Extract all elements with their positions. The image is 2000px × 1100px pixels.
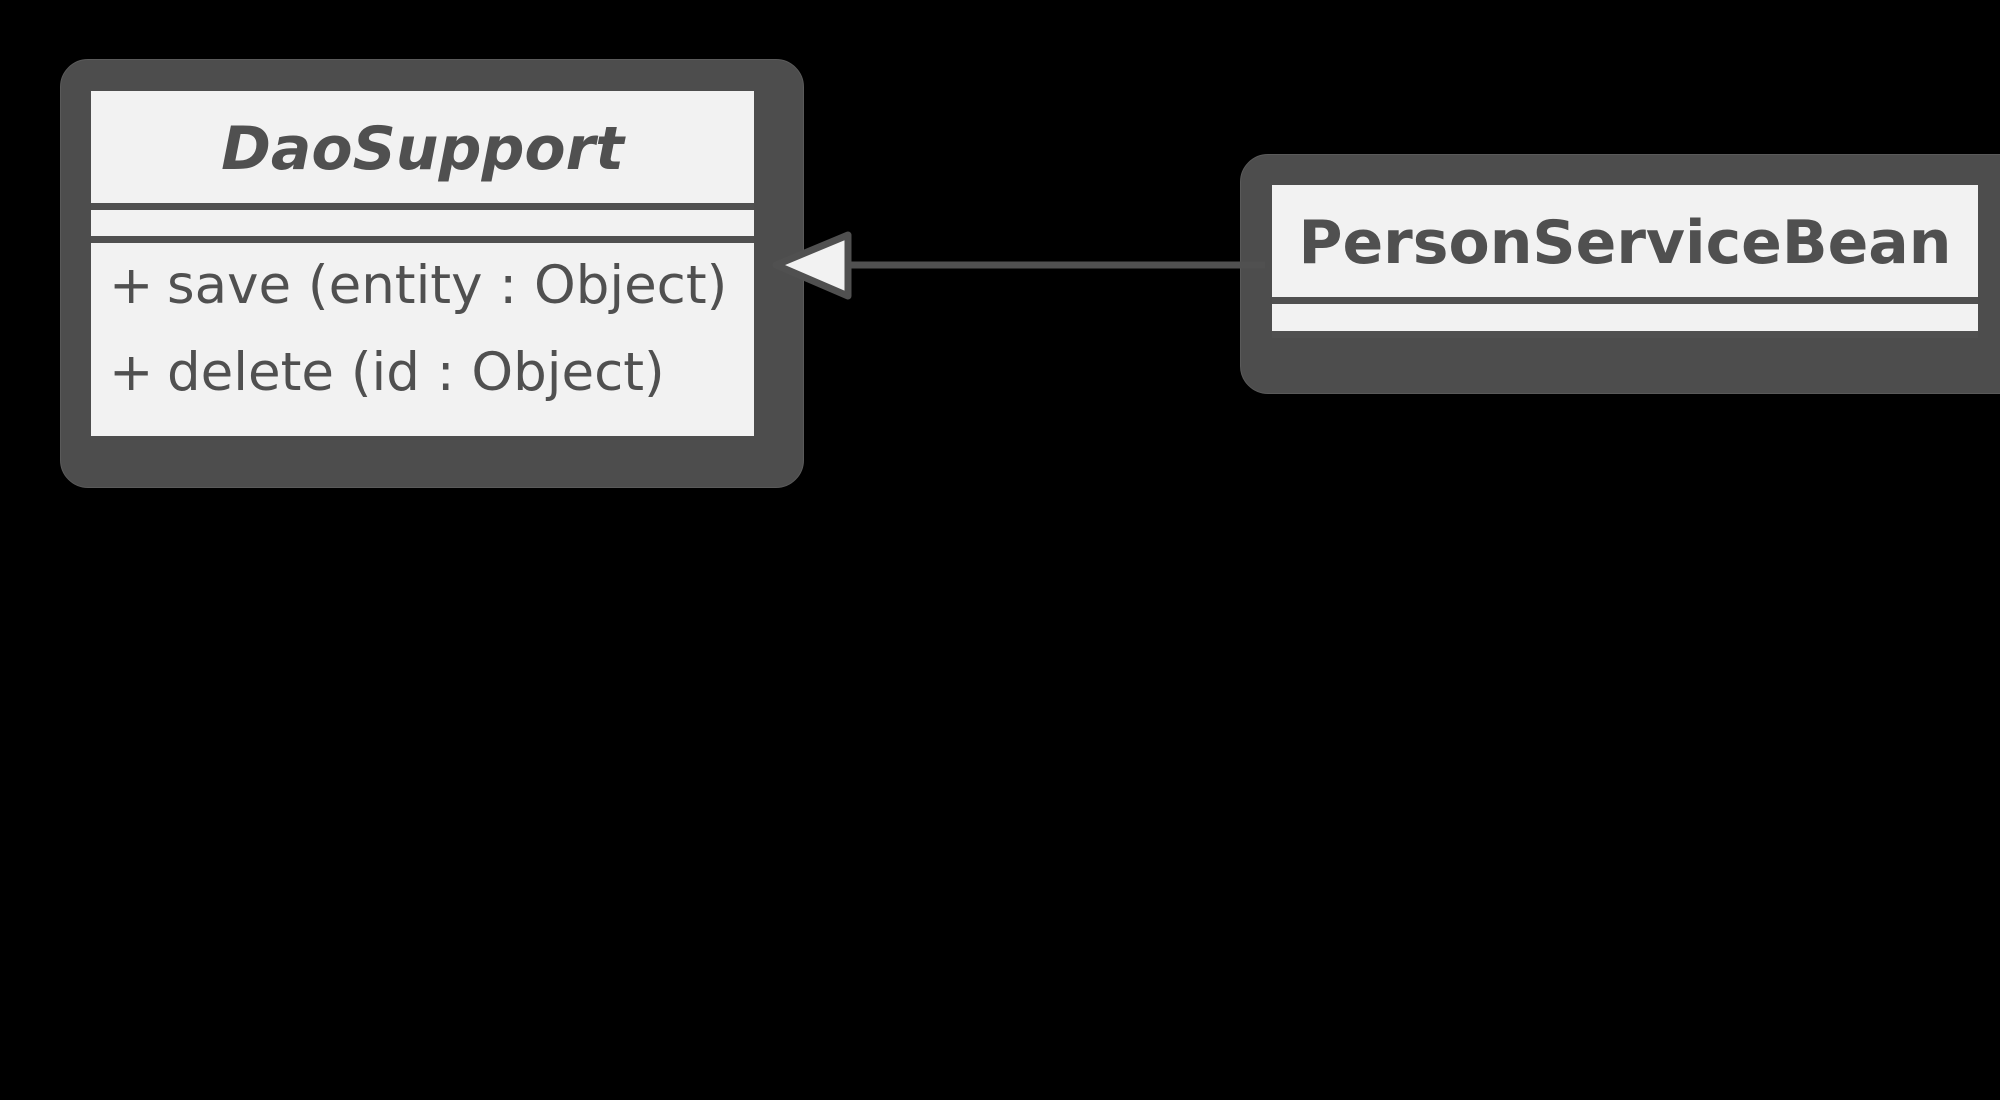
operation-signature: delete (id : Object) <box>167 342 665 403</box>
operation-visibility: + <box>109 255 154 316</box>
dao-support-divider-top <box>91 203 754 210</box>
person-service-bean-divider-top <box>1272 297 1978 304</box>
person-service-bean-divider-bottom <box>1272 331 1978 338</box>
person-service-bean-class[interactable]: PersonServiceBean <box>1272 185 1978 338</box>
dao-support-operation-save: +save (entity : Object) <box>109 248 727 324</box>
operation-signature: save (entity : Object) <box>167 255 728 316</box>
dao-support-name: DaoSupport <box>221 114 624 184</box>
dao-support-operation-delete: +delete (id : Object) <box>109 335 665 411</box>
dao-support-class[interactable]: DaoSupport +save (entity : Object) +dele… <box>91 91 754 436</box>
operation-visibility: + <box>109 342 154 403</box>
dao-support-divider-bottom <box>91 236 754 243</box>
person-service-bean-name: PersonServiceBean <box>1298 208 1952 278</box>
